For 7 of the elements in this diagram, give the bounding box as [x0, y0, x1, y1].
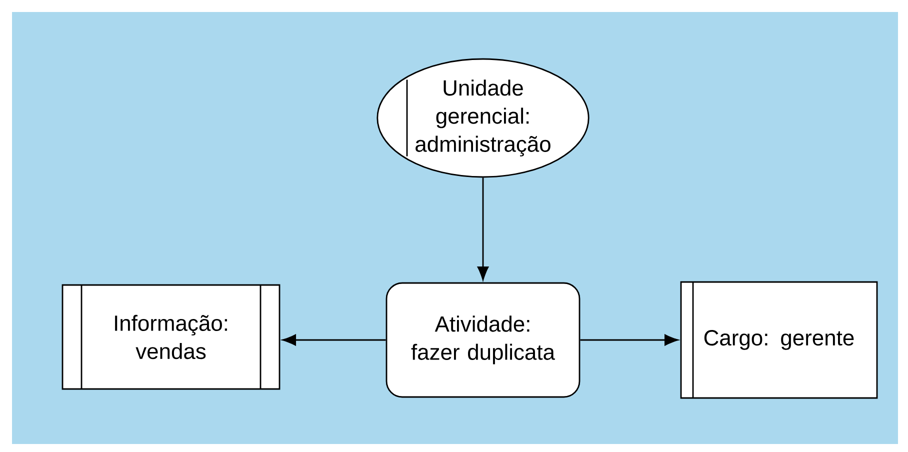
arrow	[477, 178, 489, 280]
data-box: Cargo: gerente	[680, 281, 878, 399]
arrow	[580, 334, 678, 346]
ellipse-node: Unidade gerencial: administração	[376, 58, 590, 178]
arrow	[282, 334, 386, 346]
process-box: Atividade: fazer duplicata	[386, 282, 580, 398]
data-box: Informação: vendas	[62, 284, 280, 390]
